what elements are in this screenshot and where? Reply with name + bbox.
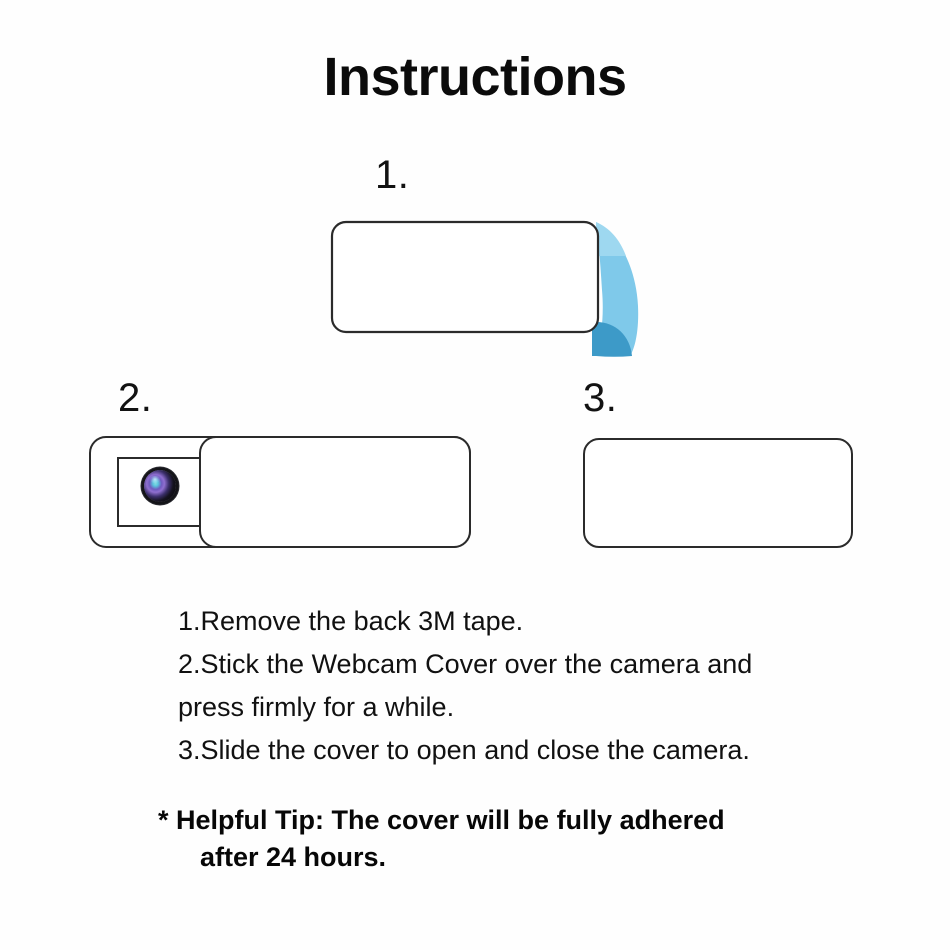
instruction-list: 1.Remove the back 3M tape. 2.Stick the W… xyxy=(178,600,858,772)
step-number-3: 3. xyxy=(583,376,618,420)
instruction-line-1: 1.Remove the back 3M tape. xyxy=(178,606,524,636)
page-title: Instructions xyxy=(323,47,627,107)
cover-body-step-1 xyxy=(330,220,600,334)
cover-slider-panel xyxy=(199,436,471,548)
step-number-1: 1. xyxy=(375,153,410,197)
figure-step-2-open-cover xyxy=(80,428,480,556)
cover-body-step-3 xyxy=(583,438,853,548)
figure-step-1-peel-tape xyxy=(320,210,650,365)
helpful-tip-line-1: * Helpful Tip: The cover will be fully a… xyxy=(158,805,725,835)
step-number-2: 2. xyxy=(118,376,153,420)
instruction-line-3: press firmly for a while. xyxy=(178,692,455,722)
camera-lens-icon xyxy=(144,470,176,502)
figure-step-3-closed-cover xyxy=(575,430,865,558)
helpful-tip-line-2: after 24 hours. xyxy=(200,842,387,872)
instruction-line-2: 2.Stick the Webcam Cover over the camera… xyxy=(178,649,753,679)
helpful-tip: * Helpful Tip: The cover will be fully a… xyxy=(158,802,858,876)
tape-curl-region xyxy=(592,322,632,357)
tape-light-region xyxy=(596,222,639,356)
instruction-line-4: 3.Slide the cover to open and close the … xyxy=(178,735,750,765)
